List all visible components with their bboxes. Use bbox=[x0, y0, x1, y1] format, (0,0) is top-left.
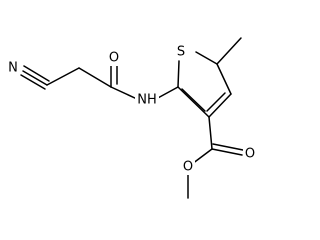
bond-c4-c3-outer bbox=[208, 93, 232, 118]
bond-ch2-amide-c bbox=[78, 67, 112, 88]
svg-text:O: O bbox=[109, 51, 119, 66]
thiophene-ring bbox=[177, 51, 232, 118]
bond-c5-c4 bbox=[216, 63, 232, 95]
svg-text:NH: NH bbox=[137, 93, 157, 108]
amide-carbonyl-double-bond bbox=[110, 65, 118, 88]
bond-s-c5 bbox=[195, 51, 218, 65]
nitrile-triple-bond bbox=[20, 65, 50, 90]
bond-c4-c3-inner bbox=[206, 92, 226, 112]
ester-carbonyl-double-bond bbox=[211, 143, 244, 156]
bond-c3-c2-outer bbox=[177, 86, 210, 118]
atom-amide-o: O bbox=[107, 51, 121, 66]
bond-amide-c-nh bbox=[110, 86, 138, 100]
svg-text:O: O bbox=[245, 147, 255, 162]
svg-text:N: N bbox=[8, 61, 18, 76]
bond-nh-ring-c2 bbox=[155, 86, 179, 100]
bond-c3-c2-inner bbox=[181, 88, 206, 112]
atom-ester-carbonyl-o: O bbox=[243, 146, 257, 162]
bond-c2-s bbox=[177, 60, 180, 88]
atom-nitrile-n: N bbox=[6, 60, 20, 76]
bond-c3-ester-c bbox=[208, 116, 213, 150]
bond-c5-methyl bbox=[216, 37, 242, 65]
atom-thiophene-s: S bbox=[174, 44, 188, 60]
bond-nitrile-c-ch2 bbox=[46, 67, 80, 86]
molecule-structure: N O NH S O O bbox=[6, 37, 257, 199]
atom-ester-o: O bbox=[180, 160, 195, 175]
svg-text:O: O bbox=[183, 160, 193, 175]
atom-amide-nh: NH bbox=[135, 92, 159, 108]
svg-text:S: S bbox=[177, 45, 185, 60]
